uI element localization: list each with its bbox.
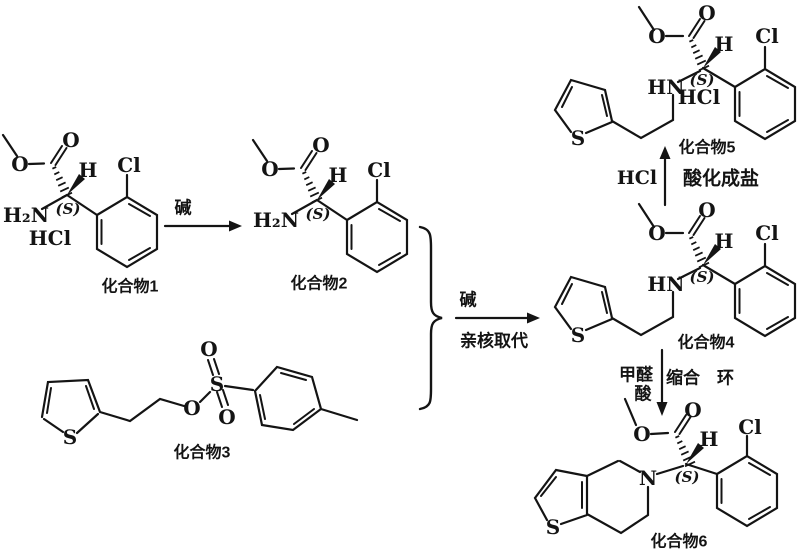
ester-oxygen-label: O	[183, 396, 200, 420]
compound-4-structure	[553, 196, 797, 349]
sulfonyl-oxygen-top-label: O	[200, 337, 217, 361]
hydrochloride-label: HCl	[678, 85, 721, 109]
arrowhead	[659, 146, 671, 159]
step4-condition-label: 缩合 环	[666, 368, 734, 388]
arrowhead	[527, 312, 540, 324]
arrowhead	[656, 402, 668, 416]
bold-wedge-bond	[686, 443, 704, 464]
hashed-stereo-bond	[675, 435, 696, 468]
compound-1-structure: HCl	[1, 126, 159, 269]
step3-condition-label: 酸化成盐	[683, 167, 759, 190]
compound-3-structure: S O S O O	[40, 337, 359, 449]
arrow-step1	[163, 220, 242, 232]
arrowhead	[229, 220, 242, 232]
reactant-grouping-brace	[418, 225, 443, 411]
compound-6-structure: O O H (S) N Cl S	[533, 397, 779, 539]
arrow-step2	[454, 312, 540, 324]
sulfonyl-oxygen-bottom-label: O	[218, 405, 235, 429]
compound-1-label: 化合物1	[102, 277, 159, 296]
step4-reagent-bottom-label: 酸	[635, 384, 653, 404]
step2-condition-below-label: 亲核取代	[460, 331, 528, 351]
stereo-hydrogen-label: H	[700, 427, 719, 451]
compound-2-label: 化合物2	[291, 274, 348, 293]
compound-6-label: 化合物6	[651, 532, 708, 551]
compound-2-structure	[251, 131, 409, 274]
compound-5-structure: HCl	[553, 0, 797, 152]
thiophene-sulfur-label: S	[546, 515, 560, 539]
step1-condition-label: 碱	[175, 198, 192, 218]
carbonyl-oxygen-label: O	[684, 398, 701, 422]
chloro-label: Cl	[738, 415, 762, 439]
step2-condition-above-label: 碱	[460, 290, 477, 310]
hydrochloride-label: HCl	[29, 226, 72, 250]
sulfonyl-sulfur-label: S	[210, 372, 224, 396]
arrow-step3	[659, 146, 671, 207]
step3-reagent-label: HCl	[617, 167, 657, 189]
thiophene-sulfur-label: S	[63, 425, 77, 449]
compound-4-label: 化合物4	[678, 333, 735, 352]
ring-nitrogen-label: N	[639, 466, 657, 490]
compound-5-label: 化合物5	[679, 138, 736, 157]
step4-reagent-top-label: 甲醛	[619, 365, 654, 385]
arrow-step4	[656, 348, 668, 416]
compound-3-label: 化合物3	[174, 443, 231, 462]
ester-oxygen-label: O	[633, 422, 650, 446]
s-configuration-label: (S)	[674, 468, 699, 486]
